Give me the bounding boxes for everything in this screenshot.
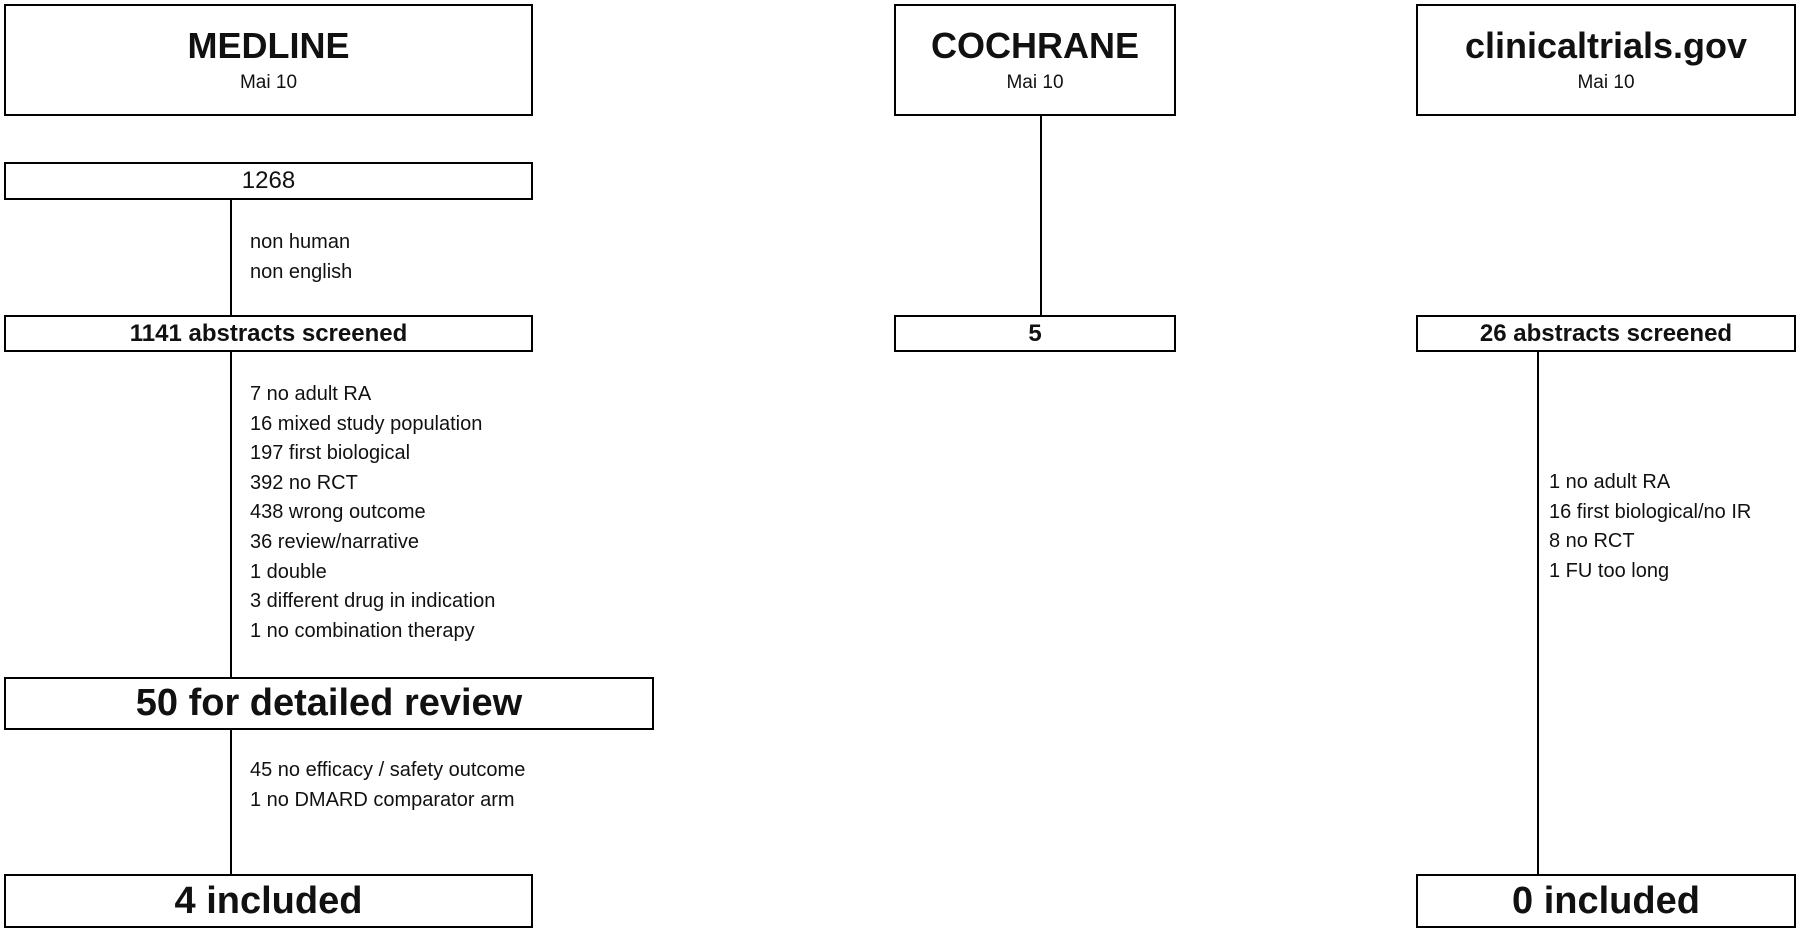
source-date: Mai 10 <box>1577 72 1635 93</box>
exclusion-reason: 197 first biological <box>250 442 411 465</box>
medline-screened-box: 1141 abstracts screened <box>4 315 533 352</box>
trials-exclusion-list: 1 no adult RA 16 first biological/no IR … <box>1549 468 1751 586</box>
exclusion-reason: 1 no adult RA <box>1549 471 1671 493</box>
record-count: 1268 <box>241 167 296 194</box>
connector-medline-2 <box>230 350 232 678</box>
medline-exclusion-list-1: non human non english <box>250 228 352 287</box>
exclusion-reason: 8 no RCT <box>1549 530 1635 553</box>
screened-count: 26 abstracts screened <box>1479 319 1733 347</box>
source-box-medline: MEDLINE Mai 10 <box>4 4 533 116</box>
exclusion-reason: 1 no combination therapy <box>250 619 475 642</box>
exclusion-reason: 36 review/narrative <box>250 530 419 553</box>
detailed-review-count: 50 for detailed review <box>135 682 523 724</box>
medline-included-box: 4 included <box>4 874 533 928</box>
exclusion-reason: 45 no efficacy / safety outcome <box>250 759 526 781</box>
exclusion-reason: 1 double <box>250 560 327 583</box>
exclusion-reason: 3 different drug in indication <box>250 590 496 613</box>
source-title: clinicaltrials.gov <box>1464 25 1748 66</box>
exclusion-reason: non human <box>250 231 351 253</box>
medline-exclusion-list-3: 45 no efficacy / safety outcome 1 no DMA… <box>250 756 525 815</box>
exclusion-reason: 1 FU too long <box>1549 559 1670 582</box>
included-count: 0 included <box>1512 879 1700 922</box>
exclusion-reason: 392 no RCT <box>250 471 358 494</box>
source-title: COCHRANE <box>930 25 1139 66</box>
exclusion-reason: 16 first biological/no IR <box>1549 500 1752 523</box>
exclusion-reason: 438 wrong outcome <box>250 501 426 524</box>
exclusion-reason: 16 mixed study population <box>250 412 483 435</box>
exclusion-reason: 1 no DMARD comparator arm <box>250 788 515 811</box>
cochrane-count-box: 5 <box>894 315 1176 352</box>
medline-count-box: 1268 <box>4 162 533 200</box>
source-box-cochrane: COCHRANE Mai 10 <box>894 4 1176 116</box>
trials-screened-box: 26 abstracts screened <box>1416 315 1796 352</box>
record-count: 5 <box>1028 319 1042 347</box>
source-date: Mai 10 <box>239 72 298 93</box>
connector-trials-1 <box>1537 350 1539 876</box>
trials-included-box: 0 included <box>1416 874 1796 928</box>
source-date: Mai 10 <box>1006 72 1064 93</box>
connector-cochrane-1 <box>1040 114 1042 317</box>
screened-count: 1141 abstracts screened <box>129 319 408 347</box>
medline-exclusion-list-2: 7 no adult RA 16 mixed study population … <box>250 380 495 646</box>
connector-medline-1 <box>230 198 232 317</box>
source-title: MEDLINE <box>187 25 350 66</box>
included-count: 4 included <box>174 879 363 922</box>
source-box-clinicaltrials: clinicaltrials.gov Mai 10 <box>1416 4 1796 116</box>
medline-detailed-review-box: 50 for detailed review <box>4 677 654 730</box>
exclusion-reason: 7 no adult RA <box>250 383 372 405</box>
exclusion-reason: non english <box>250 260 353 283</box>
connector-medline-3 <box>230 728 232 876</box>
